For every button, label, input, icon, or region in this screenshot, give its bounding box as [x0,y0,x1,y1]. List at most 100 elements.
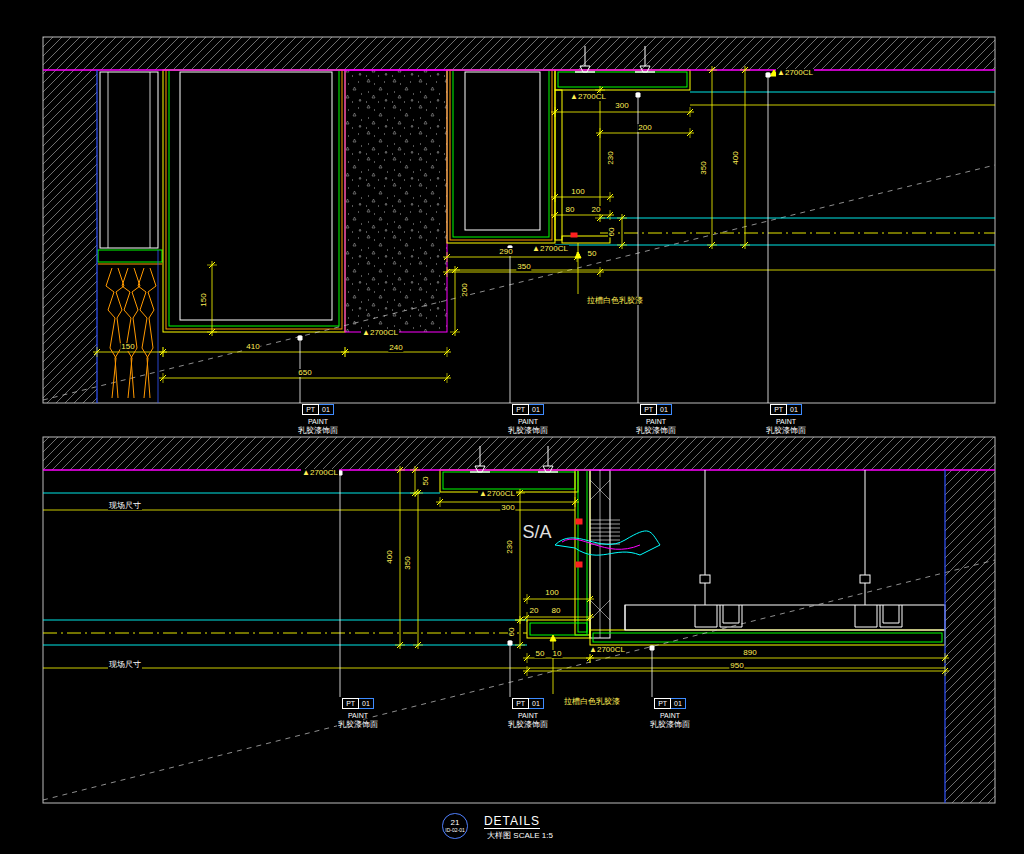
box-void [180,72,332,320]
extension-line [413,493,423,494]
drawing-line [690,105,995,106]
extension-line [410,470,420,471]
dimension-line [523,671,949,672]
dimension-text: 10 [552,650,563,658]
groove-mark [576,562,582,567]
leader-line [510,640,511,697]
curtain-fold [106,268,116,398]
level-marker: ▲2700CL [776,69,814,77]
material-label: 乳胶漆饰面 [507,427,549,435]
sheet-number: ID-02-01 [445,828,464,833]
box-void [465,72,540,230]
dimension-text: 230 [506,539,514,554]
material-code: PAINT [645,418,667,425]
leader-dot [508,641,512,645]
dimension-text: 350 [404,555,412,570]
board-layer [530,623,587,635]
leader-line [510,245,511,403]
leader-line [652,645,653,697]
hanger-clip [580,66,590,72]
ceiling-line [43,69,995,70]
dimension-text: 50 [422,476,430,487]
level-marker: ▲2700CL [588,646,626,654]
drawing-line [600,218,995,219]
note-text: 拉槽白色乳胶漆 [586,297,644,305]
board-layer [169,70,339,326]
extension-line [575,497,576,507]
panel-frame [43,37,995,403]
extension-line [163,373,164,383]
curtain-fold [131,268,140,398]
extension-line [617,218,627,219]
dimension-text: 50 [535,650,546,658]
dimension-text: 80 [565,206,576,214]
dimension-line [745,66,746,249]
level-marker: ▲2700CL [361,329,399,337]
board-layer [558,72,687,87]
drawing-line [590,480,610,500]
material-tag: PT01 [512,404,544,415]
extension-line [450,332,460,333]
dimension-text: 300 [614,102,629,110]
material-code: PT [302,404,319,415]
dimension-text: 350 [516,263,531,271]
extension-line [945,653,946,663]
dimension-text: 230 [607,150,615,165]
dimension-text: 150 [200,292,208,307]
keel-profile [880,605,902,627]
curtain-track [98,250,162,262]
leader-arrow [550,635,556,641]
material-number: 01 [359,698,374,709]
ledge-board [562,236,610,243]
note-text: 拉槽白色乳胶漆 [563,698,621,706]
drawing-line [590,480,610,500]
curtain-track [98,263,162,264]
extension-line [515,645,525,646]
material-code: PAINT [659,712,681,719]
extension-line [610,210,611,220]
board-layer [166,70,342,329]
dimension-text: 290 [498,248,513,256]
dimension-text: 80 [551,607,562,615]
concrete-beam [345,70,447,332]
leader-dot [298,336,302,340]
leader-line [553,638,554,694]
material-code: PT [342,698,359,709]
note-text: 现场尺寸 [108,502,142,510]
extension-line [740,245,750,246]
extension-line [527,666,528,676]
material-number: 01 [319,404,334,415]
leader-dot [636,93,640,97]
dimension-text: 950 [729,662,744,670]
extension-line [690,128,691,138]
ceiling-box [163,70,345,332]
dimension-line [600,86,601,222]
extension-line [740,70,750,71]
material-label: 乳胶漆饰面 [649,721,691,729]
material-number: 01 [787,404,802,415]
drawing-line [150,72,151,248]
dimension-line [551,215,614,216]
material-number: 01 [529,698,544,709]
view-line [43,560,995,800]
hanger-rod [645,46,646,66]
extension-line [447,252,448,262]
dimension-text: 60 [608,227,616,238]
stair-hatch [590,532,620,533]
material-label: 乳胶漆饰面 [765,427,807,435]
keel-profile [720,605,742,627]
level-marker: ▲2700CL [478,490,516,498]
dimension-text: 890 [742,649,757,657]
extension-line [555,210,556,220]
section-mark: S/A [521,523,552,541]
ledge-board [527,620,590,638]
extension-line [590,653,591,663]
extension-line [590,612,591,622]
ceiling-box [447,70,555,243]
leader-dot [766,73,770,77]
material-tag: PT01 [654,698,686,709]
view-line [43,165,995,400]
section-break [555,531,660,555]
material-code: PT [512,404,529,415]
dimension-text: 650 [297,369,312,377]
